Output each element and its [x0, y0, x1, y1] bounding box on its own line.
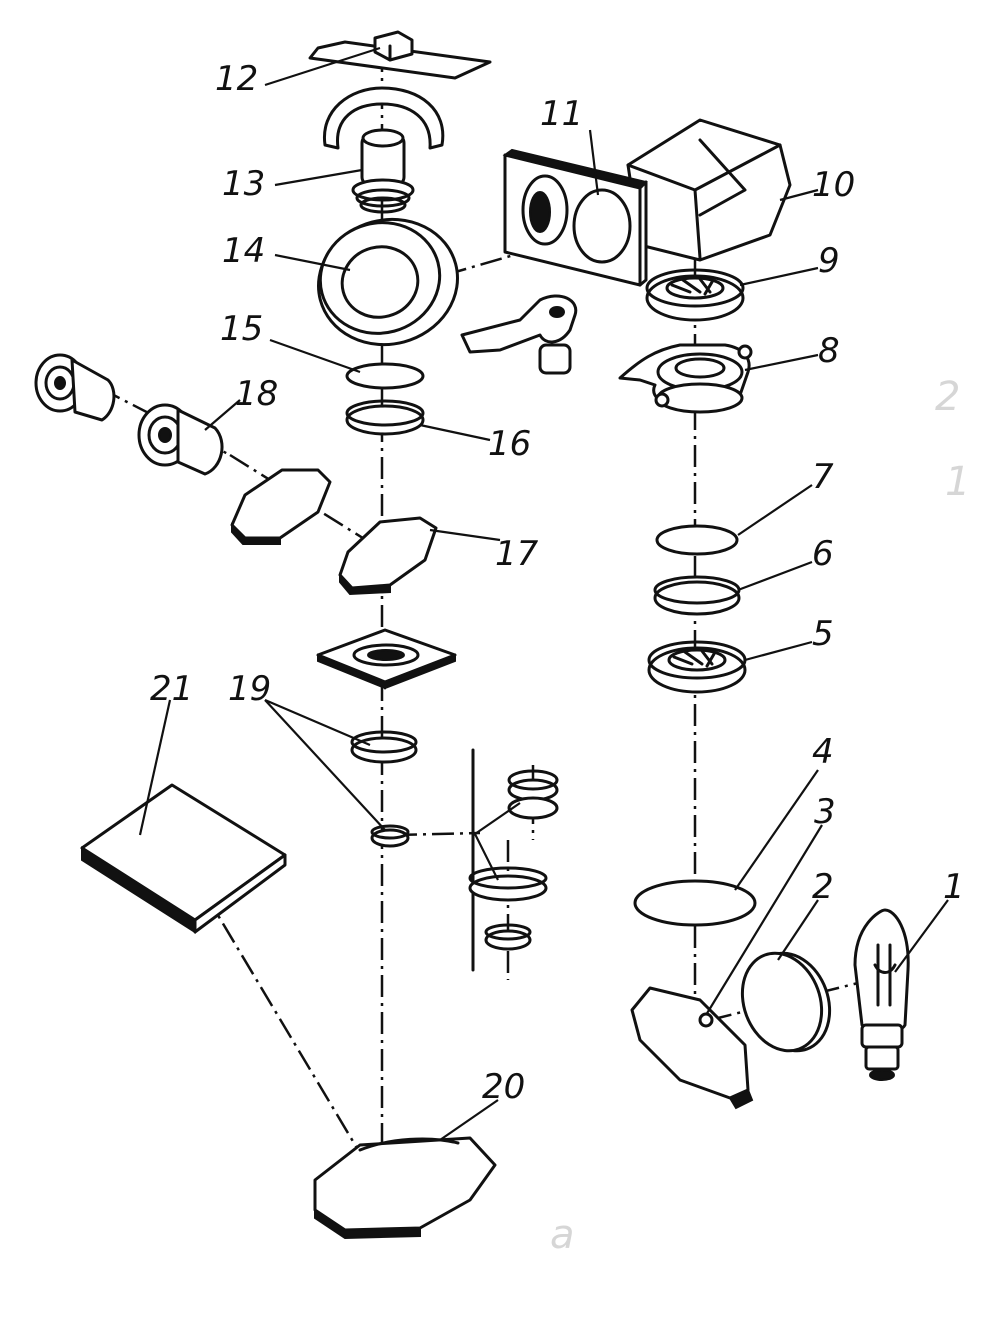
label-1: 1 [943, 867, 965, 907]
label-11: 11 [540, 94, 583, 134]
part-12-plate [308, 30, 492, 80]
label-8: 8 [818, 331, 840, 371]
label-6: 6 [812, 534, 834, 574]
subfigure-label: a [550, 1212, 575, 1258]
part-17-plate [338, 516, 438, 596]
label-14: 14 [222, 231, 265, 271]
label-7: 7 [812, 457, 834, 497]
label-20: 20 [482, 1067, 525, 1107]
part-6-disc [653, 575, 741, 616]
part-15-disc [345, 362, 425, 390]
part-5-diaphragm [647, 640, 747, 694]
leader-lines [138, 46, 949, 1141]
margin-mark-bottom: 1 [945, 459, 970, 505]
label-18: 18 [235, 374, 278, 414]
part-16-disc [345, 399, 425, 436]
part-11-slider [502, 148, 648, 287]
label-16: 16 [488, 424, 531, 464]
part-2-collector [740, 951, 832, 1053]
label-10: 10 [812, 165, 855, 205]
horseshoe-holder [322, 86, 445, 150]
part-19-lens-b [370, 824, 410, 848]
label-5: 5 [812, 614, 834, 654]
part-7-disc [655, 524, 739, 556]
part-19-lens-a [350, 730, 418, 764]
label-17: 17 [495, 534, 539, 574]
lever-clamp [460, 294, 578, 375]
label-2: 2 [812, 867, 834, 907]
stage-plate [316, 628, 457, 690]
part-20-mirror [313, 1136, 497, 1240]
part-3-mirror [630, 986, 754, 1110]
part-10-prism [626, 118, 792, 262]
part-18-eyepiece [34, 353, 224, 476]
part-8-iris [618, 343, 753, 414]
part-labels: 1 2 3 4 5 6 7 8 9 10 11 12 13 14 15 16 1… [150, 59, 965, 1107]
label-19: 19 [228, 669, 271, 709]
part-14-ring-lens [317, 217, 459, 347]
part-13-objective [351, 128, 415, 214]
label-15: 15 [220, 309, 263, 349]
label-9: 9 [818, 241, 840, 281]
label-12: 12 [215, 59, 258, 99]
label-3: 3 [814, 792, 836, 832]
octagonal-plate [230, 468, 332, 545]
auxiliary-lens-group [468, 748, 559, 972]
part-4-lens [633, 879, 757, 927]
label-4: 4 [812, 732, 834, 772]
label-21: 21 [150, 669, 193, 709]
margin-mark-top: 2 [935, 374, 960, 420]
part-1-lamp [853, 908, 910, 1081]
part-9-diaphragm [645, 268, 745, 322]
part-21-plate [80, 783, 287, 934]
faint-marks: a 2 1 [550, 374, 970, 1258]
label-13: 13 [222, 164, 265, 204]
